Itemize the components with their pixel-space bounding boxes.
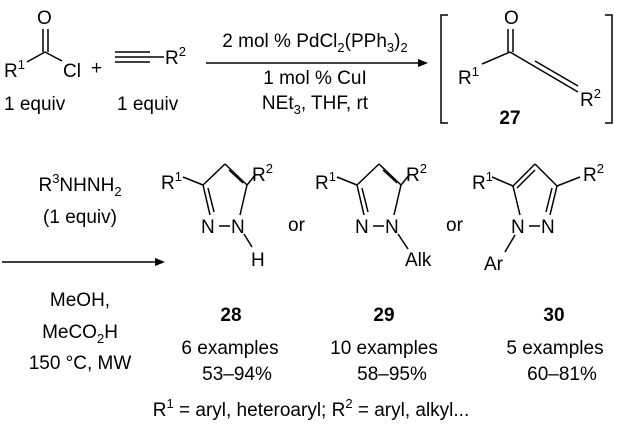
product-28: R1 R2 N N H 28 6 examples 53–94% xyxy=(161,161,279,385)
chlorine-label: Cl xyxy=(63,61,81,82)
nitrogen-label: N xyxy=(511,217,525,238)
examples-count: 6 examples xyxy=(181,338,278,359)
r1-label: R1 xyxy=(472,169,493,194)
conditions-label: NEt3, THF, rt xyxy=(262,93,369,117)
plus-sign: + xyxy=(91,58,102,79)
step1-arrow: 2 mol % PdCl2(PPh3)2 1 mol % CuI NEt3, T… xyxy=(206,31,428,117)
yield-range: 53–94% xyxy=(202,364,272,385)
equiv-label: 1 equiv xyxy=(117,94,179,115)
examples-count: 5 examples xyxy=(506,338,603,359)
compound-number: 28 xyxy=(220,305,241,326)
oxygen-label: O xyxy=(37,8,52,29)
substituent-definition: R1 = aryl, heteroaryl; R2 = aryl, alkyl.… xyxy=(153,396,469,421)
r1-label: R1 xyxy=(315,169,336,194)
temperature-label: 150 °C, MW xyxy=(29,353,132,374)
solvent2-label: MeCO2H xyxy=(42,322,118,346)
nitrogen-label: N xyxy=(231,217,245,238)
r2-label: R2 xyxy=(580,86,601,111)
compound-number: 30 xyxy=(543,305,564,326)
r1-label: R1 xyxy=(4,57,25,82)
nitrogen-label: N xyxy=(541,217,555,238)
r2-label: R2 xyxy=(252,161,273,186)
r2-label: R2 xyxy=(165,44,186,69)
equiv-label: (1 equiv) xyxy=(43,207,117,228)
yield-range: 58–95% xyxy=(357,364,427,385)
step2-arrow: R3NHNH2 (1 equiv) MeOH, MeCO2H 150 °C, M… xyxy=(2,171,165,374)
equiv-label: 1 equiv xyxy=(4,94,66,115)
product-30: R1 R2 N N Ar 30 5 examples 60–81% xyxy=(472,161,604,385)
hydrazine-label: R3NHNH2 xyxy=(38,171,121,199)
substituent-label: H xyxy=(251,250,265,271)
compound-number: 29 xyxy=(373,305,394,326)
compound-number: 27 xyxy=(499,108,520,129)
nitrogen-label: N xyxy=(355,217,369,238)
examples-count: 10 examples xyxy=(330,338,438,359)
catalyst-label: 2 mol % PdCl2(PPh3)2 xyxy=(222,31,407,55)
acid-chloride: O R1 Cl 1 equiv xyxy=(4,8,81,115)
solvent1-label: MeOH, xyxy=(50,290,110,311)
substituent-label: Ar xyxy=(484,254,504,275)
or-label: or xyxy=(288,215,306,236)
cocatalyst-label: 1 mol % CuI xyxy=(263,68,366,89)
r1-label: R1 xyxy=(161,169,182,194)
yield-range: 60–81% xyxy=(527,364,597,385)
r2-label: R2 xyxy=(406,161,427,186)
nitrogen-label: N xyxy=(385,217,399,238)
r2-label: R2 xyxy=(583,161,604,186)
alkyne: R2 1 equiv xyxy=(115,44,186,115)
r1-label: R1 xyxy=(458,64,479,89)
substituent-label: Alk xyxy=(405,250,432,271)
or-label: or xyxy=(446,215,464,236)
product-29: R1 R2 N N Alk 29 10 examples 58–95% xyxy=(315,161,438,385)
intermediate-27: O R1 R2 27 xyxy=(440,8,613,129)
oxygen-label: O xyxy=(504,8,519,29)
nitrogen-label: N xyxy=(201,217,215,238)
